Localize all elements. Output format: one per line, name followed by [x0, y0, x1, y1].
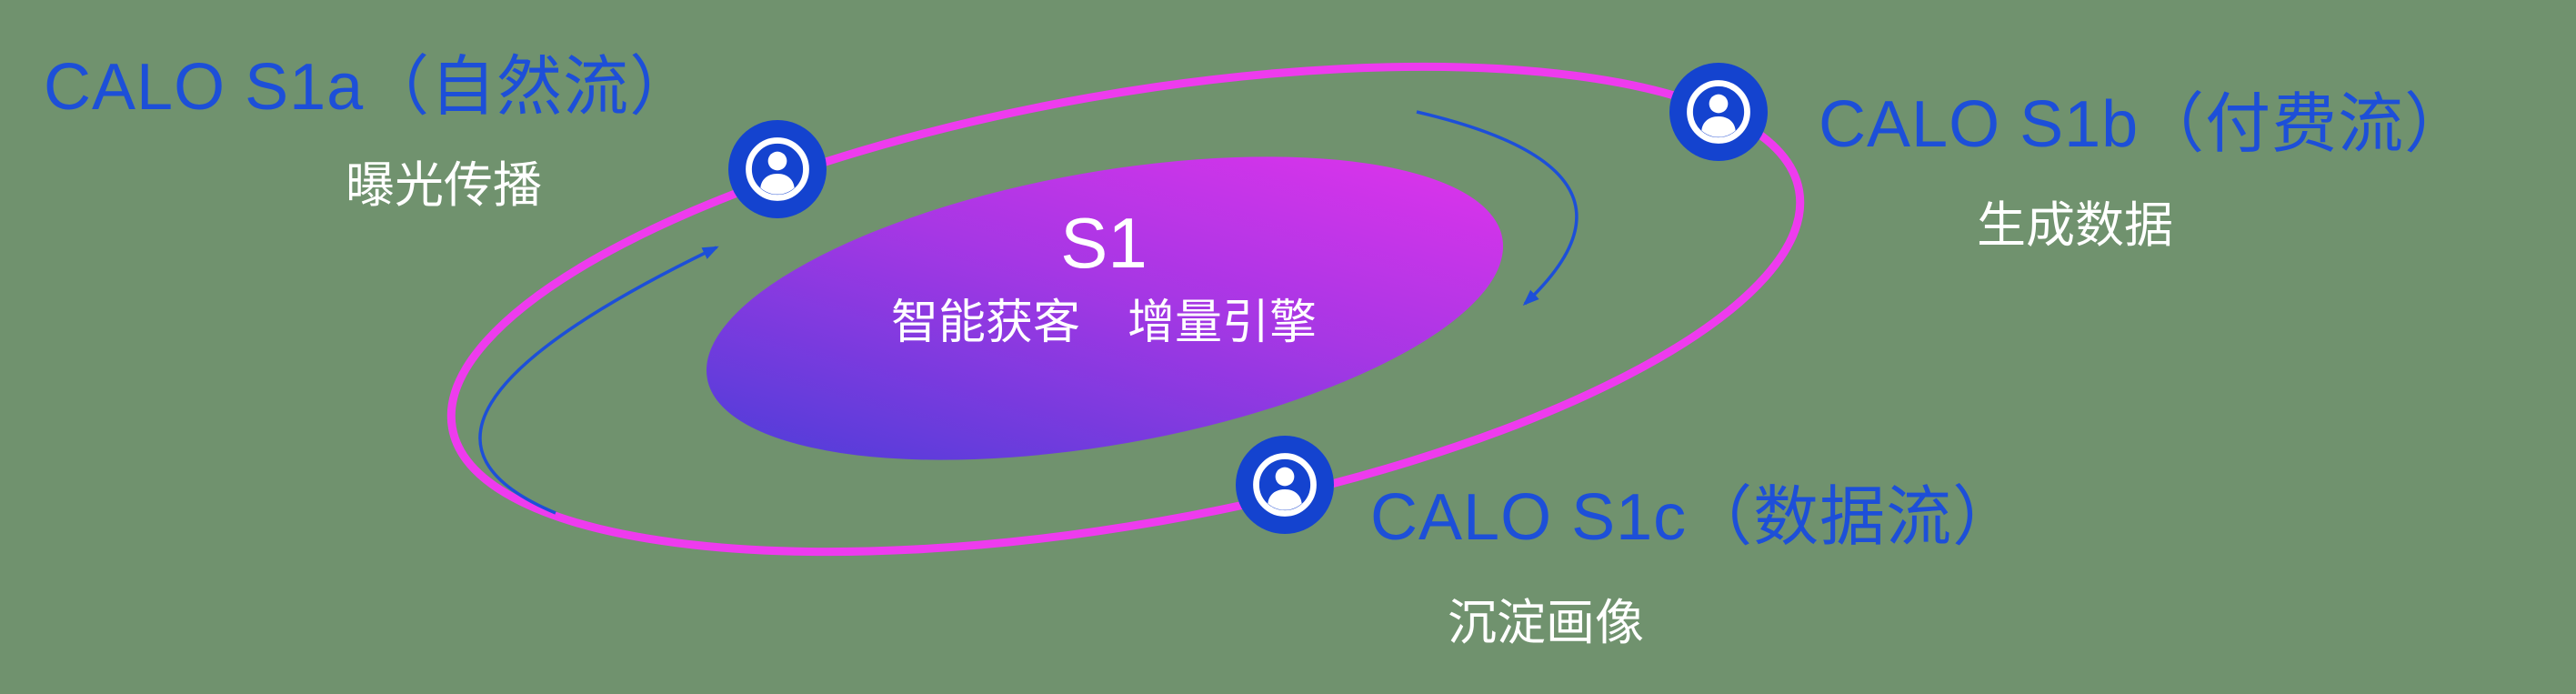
node-s1b-sublabel: 生成数据 — [1977, 198, 2173, 253]
user-circle-icon — [1669, 63, 1768, 161]
node-s1a-sublabel: 曝光传播 — [346, 158, 542, 213]
node-s1c-sublabel: 沉淀画像 — [1448, 596, 1644, 650]
core-title: S1 — [1060, 203, 1148, 283]
flow-arrow-right — [1416, 110, 1579, 307]
node-s1c-label: CALO S1c（数据流） — [1370, 481, 2020, 554]
flow-arrow-left — [478, 246, 719, 515]
orbit-ellipse — [446, 62, 1805, 557]
user-circle-icon — [1236, 436, 1334, 534]
core-subtitle: 智能获客 增量引擎 — [890, 297, 1317, 349]
node-s1b-label: CALO S1b（付费流） — [1819, 88, 2471, 161]
core-ellipse-text: S1 智能获客 增量引擎 — [831, 202, 1377, 351]
user-circle-icon — [728, 120, 827, 218]
node-s1a-label: CALO S1a（自然流） — [44, 51, 697, 124]
core-ellipse — [706, 156, 1504, 460]
